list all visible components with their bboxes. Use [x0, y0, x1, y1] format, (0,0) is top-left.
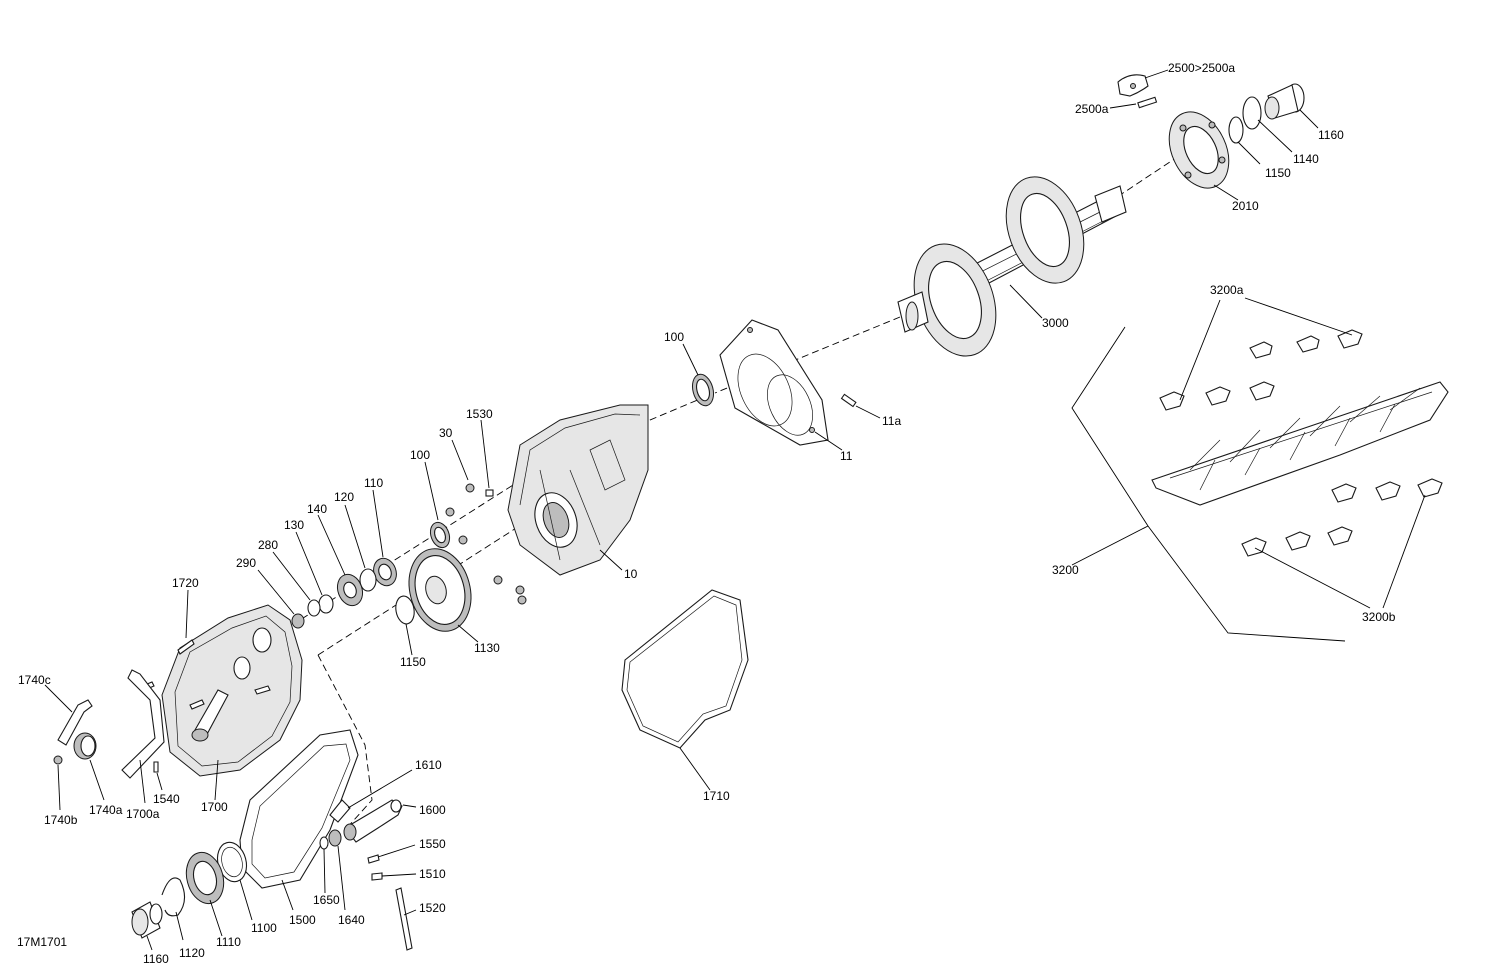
callout-3200: 3200 [1052, 563, 1079, 577]
sprocket-plate-2010 [1168, 111, 1239, 201]
nut-290 [257, 569, 305, 629]
seal-100-right [682, 343, 715, 407]
callout-1740b: 1740b [44, 813, 78, 827]
callout-1740a: 1740a [89, 803, 123, 817]
bearing-plate-11 [719, 319, 843, 451]
callout-100-left: 100 [410, 448, 430, 462]
callout-2500-2500a: 2500>2500a [1168, 61, 1235, 75]
bracket-1700a [121, 669, 165, 804]
callout-140: 140 [307, 502, 327, 516]
plug-1740b [53, 755, 63, 811]
callout-1150-bottom: 1150 [400, 655, 426, 669]
callout-1130: 1130 [474, 641, 500, 655]
nuts-30 [445, 439, 527, 605]
callout-1650: 1650 [313, 893, 340, 907]
pin-1530 [480, 419, 494, 497]
callout-labels: 2500>2500a 2500a 1160 1140 1150 2010 300… [17, 61, 1396, 966]
callout-1160-top: 1160 [1318, 128, 1344, 142]
callout-1720: 1720 [172, 576, 199, 590]
callout-120: 120 [334, 490, 354, 504]
callout-1700a: 1700a [126, 807, 160, 821]
callout-280: 280 [258, 538, 278, 552]
callout-1550: 1550 [419, 837, 446, 851]
gear-140 [317, 514, 364, 607]
drawing-id: 17M1701 [17, 935, 67, 949]
ring-1150-top [1228, 116, 1261, 165]
screw-1540 [153, 761, 163, 791]
rod-1520 [395, 887, 417, 951]
callout-1110: 1110 [216, 935, 241, 949]
callout-130: 130 [284, 518, 304, 532]
bolt-1720 [177, 589, 195, 655]
chaincase-10 [507, 404, 649, 576]
callout-1740c: 1740c [18, 673, 51, 687]
spacer-120 [344, 504, 377, 592]
callout-110: 110 [364, 476, 383, 490]
bearing-1110 [185, 851, 225, 937]
callout-1540: 1540 [153, 792, 180, 806]
callout-3200b: 3200b [1362, 610, 1396, 624]
bushing-1160-top [1264, 83, 1319, 129]
callout-1140: 1140 [1293, 152, 1319, 166]
drive-shaft-3000 [897, 176, 1127, 357]
callout-1700: 1700 [201, 800, 228, 814]
callout-1710: 1710 [703, 789, 730, 803]
chain-1500 [239, 729, 359, 911]
seal-1100 [216, 841, 253, 921]
callout-1510: 1510 [419, 867, 446, 881]
roller-1640 [328, 829, 346, 911]
gear-1130 [408, 548, 479, 643]
callout-11: 11 [840, 449, 853, 463]
bushing-1160-bottom [131, 901, 163, 951]
bearing-100-left [424, 461, 451, 549]
track-clips-3200 [1071, 297, 1449, 642]
pin-11a [840, 393, 881, 419]
ring-1140 [1242, 96, 1293, 153]
callout-11a: 11a [882, 414, 901, 428]
callout-1150-top: 1150 [1265, 166, 1291, 180]
callout-10: 10 [624, 567, 638, 581]
ring-1650 [319, 836, 329, 894]
cap-2500 [1117, 69, 1169, 97]
callout-2500a: 2500a [1075, 102, 1109, 116]
bushing-1510 [371, 872, 417, 881]
callout-100-right: 100 [664, 330, 684, 344]
callout-3200a: 3200a [1210, 283, 1244, 297]
ring-1150-bottom [395, 595, 415, 656]
callout-1600: 1600 [419, 803, 446, 817]
callout-2010: 2010 [1232, 199, 1259, 213]
washer-130 [295, 531, 334, 614]
callout-1520: 1520 [419, 901, 446, 915]
clip [1159, 329, 1443, 557]
callout-1500: 1500 [289, 913, 316, 927]
callout-290: 290 [236, 556, 256, 570]
pin-2500a [1109, 96, 1158, 109]
callout-30: 30 [439, 426, 453, 440]
hose-1740c [44, 684, 93, 746]
callout-1160-bottom: 1160 [143, 952, 169, 966]
cap-1740a [73, 732, 105, 801]
washer-280 [272, 551, 321, 617]
chaincase-cover-1700 [161, 604, 303, 801]
callout-1610: 1610 [415, 758, 442, 772]
circlip-1120 [161, 877, 186, 941]
callout-1100: 1100 [251, 921, 277, 935]
tensioner-1600 [343, 799, 417, 843]
arm-1610 [329, 769, 413, 823]
spring-1550 [367, 844, 416, 864]
callout-3000: 3000 [1042, 316, 1069, 330]
gasket-1710 [621, 589, 749, 791]
callout-1530: 1530 [466, 407, 493, 421]
callout-1120: 1120 [179, 946, 205, 960]
callout-1640: 1640 [338, 913, 365, 927]
